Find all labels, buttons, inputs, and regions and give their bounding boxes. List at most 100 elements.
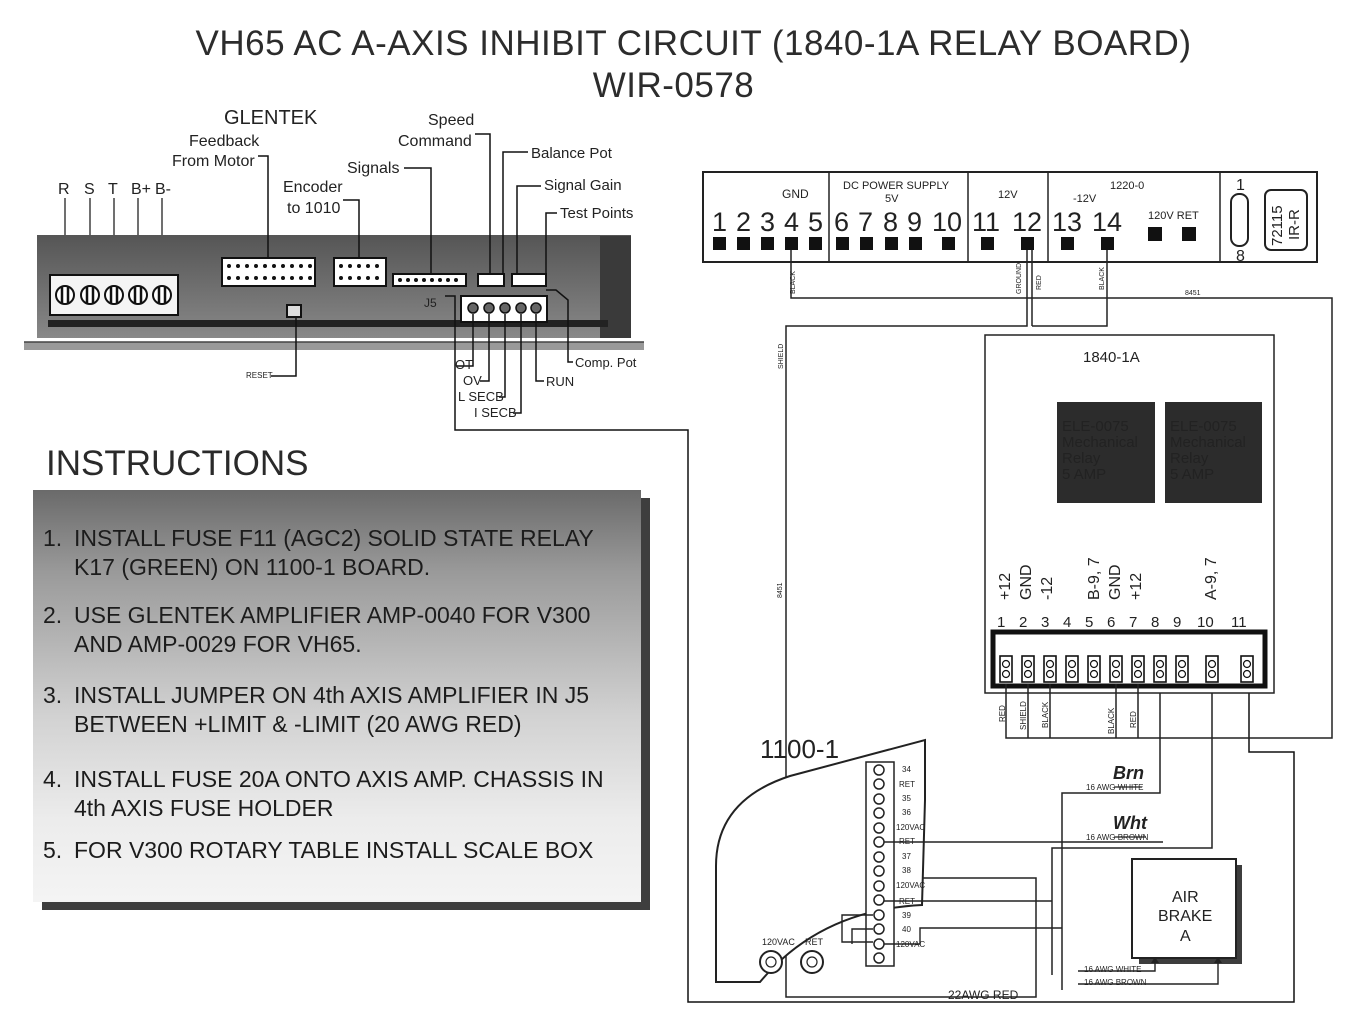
instruction-1-text: INSTALL FUSE F11 (AGC2) SOLID STATE RELA… <box>74 525 594 580</box>
pin-35: 35 <box>902 794 911 803</box>
board-1100-name: 1100-1 <box>760 734 839 764</box>
part-72115-label: 72115 <box>1269 205 1286 246</box>
part-1220-label: 1220-0 <box>1110 180 1144 192</box>
terminal-9: 9 <box>907 207 922 237</box>
relay-pin-6: 6 <box>1107 614 1115 631</box>
terminal-11: 11 <box>972 207 1000 237</box>
relay-1-rating: 5 AMP <box>1062 466 1106 483</box>
speed-command-connector <box>477 273 505 287</box>
test-points-connector <box>511 273 547 287</box>
diagram-part-number: WIR-0578 <box>592 66 755 105</box>
relay-1-kind: Relay <box>1062 450 1101 467</box>
relay-pin-4: 4 <box>1063 614 1071 631</box>
i-secb-label: I SECB <box>474 405 517 420</box>
bottom-ret-label: RET <box>805 937 824 947</box>
ot-label: OT <box>455 357 473 372</box>
fuse-holder <box>1230 193 1249 247</box>
ov-label: OV <box>463 373 482 388</box>
glentek-label: GLENTEK <box>224 107 318 129</box>
relay-pin-function-labels: +12 GND -12 B-9, 7 GND +12 A-9, 7 <box>997 557 1220 600</box>
relay-1-type: Mechanical <box>1062 434 1138 451</box>
instruction-3-number: 3. <box>43 682 63 708</box>
comp-pot-label: Comp. Pot <box>575 355 637 370</box>
encoder-connector <box>333 257 387 287</box>
terminal-bminus-label: B- <box>155 181 171 198</box>
terminal-5: 5 <box>808 207 823 237</box>
terminal-s-label: S <box>84 181 95 198</box>
wire-ground-label: GROUND <box>1016 263 1023 294</box>
instructions-box: 1. INSTALL FUSE F11 (AGC2) SOLID STATE R… <box>33 490 641 902</box>
terminal-4: 4 <box>784 207 799 237</box>
ir-r-component <box>1264 189 1308 251</box>
pin-40: 40 <box>902 925 911 934</box>
relay-pin-1: 1 <box>997 614 1005 631</box>
wire-red-label: RED <box>1036 275 1043 290</box>
pin-6-function: GND <box>1107 564 1124 600</box>
terminal-1: 1 <box>712 207 727 237</box>
relay-pin-10: 10 <box>1197 614 1214 631</box>
instruction-2-number: 2. <box>43 602 63 628</box>
j5-label: J5 <box>424 296 437 310</box>
relay-pin-9: 9 <box>1173 614 1181 631</box>
terminal-pads <box>713 227 1196 250</box>
relay-output-wires <box>1005 684 1270 739</box>
relay-wire-labels: RED SHIELD BLACK BLACK RED <box>998 701 1138 734</box>
glentek-amplifier: GLENTEK Feedback From Motor Encoder to 1… <box>24 107 1295 1003</box>
relay-pin-11: 11 <box>1231 614 1247 631</box>
terminal-letters: R S T B+ B- <box>58 181 171 198</box>
relay-wire-black2-label: BLACK <box>1107 707 1116 734</box>
reset-button <box>286 304 302 318</box>
speed-label: Speed <box>428 112 474 129</box>
dc-power-supply-label: DC POWER SUPPLY <box>843 180 950 192</box>
awg22-red-label: 22AWG RED <box>948 988 1019 1002</box>
balance-pot-label: Balance Pot <box>531 145 613 162</box>
air-brake-line2: BRAKE <box>1158 908 1212 925</box>
terminal-2: 2 <box>736 207 751 237</box>
minus-twelve-v-label: -12V <box>1073 193 1097 205</box>
signals-connector <box>392 273 467 287</box>
relay-pin-3: 3 <box>1041 614 1049 631</box>
wire-black2-label: BLACK <box>1099 267 1106 290</box>
from-motor-label: From Motor <box>172 153 255 170</box>
relay-wire-shield-label: SHIELD <box>1019 701 1028 730</box>
air-brake-line3: A <box>1180 928 1191 945</box>
pin-120vac-1: 120VAC <box>896 823 925 832</box>
twelve-v-label: 12V <box>998 189 1018 201</box>
instruction-5-number: 5. <box>43 837 63 863</box>
pin-37: 37 <box>902 852 911 861</box>
relay-wire-red2-label: RED <box>1129 711 1138 728</box>
pin-5-function: B-9, 7 <box>1086 557 1103 600</box>
instruction-4-text: INSTALL FUSE 20A ONTO AXIS AMP. CHASSIS … <box>74 766 604 821</box>
instruction-2-text: USE GLENTEK AMPLIFIER AMP-0040 FOR V300 … <box>74 602 591 657</box>
power-terminal-strip: GND DC POWER SUPPLY 5V 12V -12V 1220-0 1… <box>702 171 1318 265</box>
relay-1 <box>1057 402 1155 503</box>
run-label: RUN <box>546 374 574 389</box>
instruction-5-text: FOR V300 ROTARY TABLE INSTALL SCALE BOX <box>74 837 594 863</box>
wire-shield-label: SHIELD <box>778 344 785 369</box>
test-points-label: Test Points <box>560 205 633 222</box>
terminal-8: 8 <box>883 207 898 237</box>
conn-1-label: 1 <box>1236 177 1245 194</box>
pin-ret-1: RET <box>899 780 915 789</box>
awg-brown-bottom: 16 AWG BROWN <box>1084 978 1147 987</box>
terminal-12: 12 <box>1012 207 1042 237</box>
feedback-connector <box>221 257 316 287</box>
pin-34: 34 <box>902 765 911 774</box>
ir-r-label: IR-R <box>1286 209 1303 240</box>
signals-label: Signals <box>347 160 399 177</box>
command-label: Command <box>398 133 472 150</box>
wire-8451-top-label: 8451 <box>1185 290 1201 297</box>
terminal-7: 7 <box>858 207 873 237</box>
terminal-6: 6 <box>834 207 849 237</box>
board-1100-1: 1100-1 34 RET 35 36 120VAC RET 37 38 120… <box>715 734 1163 983</box>
relay-1-part: ELE-0075 <box>1062 418 1129 435</box>
relay-2-kind: Relay <box>1170 450 1209 467</box>
wire-8451-side-label: 8451 <box>777 582 784 598</box>
terminal-14: 14 <box>1092 207 1122 237</box>
relay-2-rating: 5 AMP <box>1170 466 1214 483</box>
relay-2-type: Mechanical <box>1170 434 1246 451</box>
relay-board-1840-1a: 1840-1A ELE-0075 Mechanical Relay 5 AMP … <box>984 334 1275 694</box>
pin-3-function: -12 <box>1039 577 1056 600</box>
ret-120v-label: 120V RET <box>1148 210 1199 222</box>
